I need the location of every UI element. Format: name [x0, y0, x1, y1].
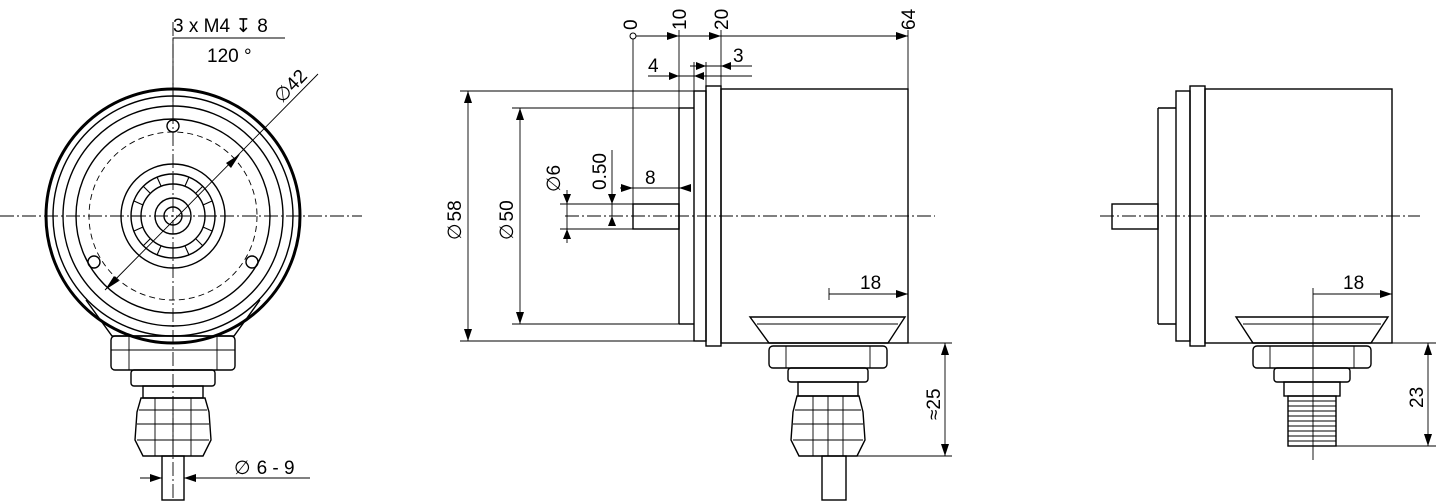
dim-58-label: ∅58 [445, 200, 466, 240]
gland-neck-side [797, 381, 859, 397]
hole-angle-label: 120 ° [207, 46, 252, 67]
thread-lines [1288, 400, 1336, 442]
connector-cone [1234, 316, 1390, 344]
dim-18-connector-label: 18 [1343, 273, 1364, 294]
dim-50-label: ∅50 [497, 200, 518, 240]
connector-view: 18 23 [1100, 85, 1436, 460]
gland-nut-side [768, 345, 888, 369]
cable-side [821, 455, 847, 501]
dim-050-label: 0.50 [590, 153, 611, 190]
cable-dia-label: ∅6 - 9 [234, 458, 295, 479]
front-view: 3 x M4 ↧8 120 ° ∅42 ∅6 - 9 [0, 16, 362, 501]
hub-outer [120, 163, 226, 269]
connector-nut [1252, 345, 1372, 369]
shaft-bore [163, 206, 183, 226]
dim-23-label: 23 [1407, 387, 1428, 408]
pcd-label: ∅42 [270, 66, 311, 108]
cable-exit-cone [748, 316, 907, 344]
shaft [632, 203, 680, 230]
dim-18-side-label: 18 [860, 273, 881, 294]
dim-25-label: ≈25 [924, 388, 945, 420]
flange-ring-side [705, 85, 722, 347]
connector-collar [1273, 367, 1351, 383]
side-view: 0 10 20 64 4 3 ∅58 ∅50 ∅6 [445, 8, 952, 501]
mounting-hole-right [245, 255, 259, 269]
ordinate-64-label: 64 [899, 8, 920, 30]
dim-4-label: 4 [648, 56, 659, 77]
cable-strain-relief [134, 397, 212, 457]
hole-spec-label: 3 x M4 ↧8 [173, 16, 268, 37]
hole-leader [172, 37, 285, 120]
hub-segments [131, 174, 215, 258]
connector-neck [1283, 381, 1341, 397]
shaft-bore-outer [154, 197, 192, 235]
mounting-hole-left [87, 255, 101, 269]
pcd-leader [104, 73, 319, 291]
dim-6-label: ∅6 [544, 165, 565, 192]
clamping-flange-right [1175, 90, 1191, 342]
ordinate-0-label: 0 [621, 19, 642, 30]
dim-3-label: 3 [733, 46, 744, 67]
dim-8-label: 8 [645, 168, 656, 189]
gland-collar-side [787, 367, 869, 383]
ordinate-10-label: 10 [670, 9, 691, 30]
ordinate-20-label: 20 [712, 9, 733, 30]
shaft-right [1111, 203, 1159, 230]
